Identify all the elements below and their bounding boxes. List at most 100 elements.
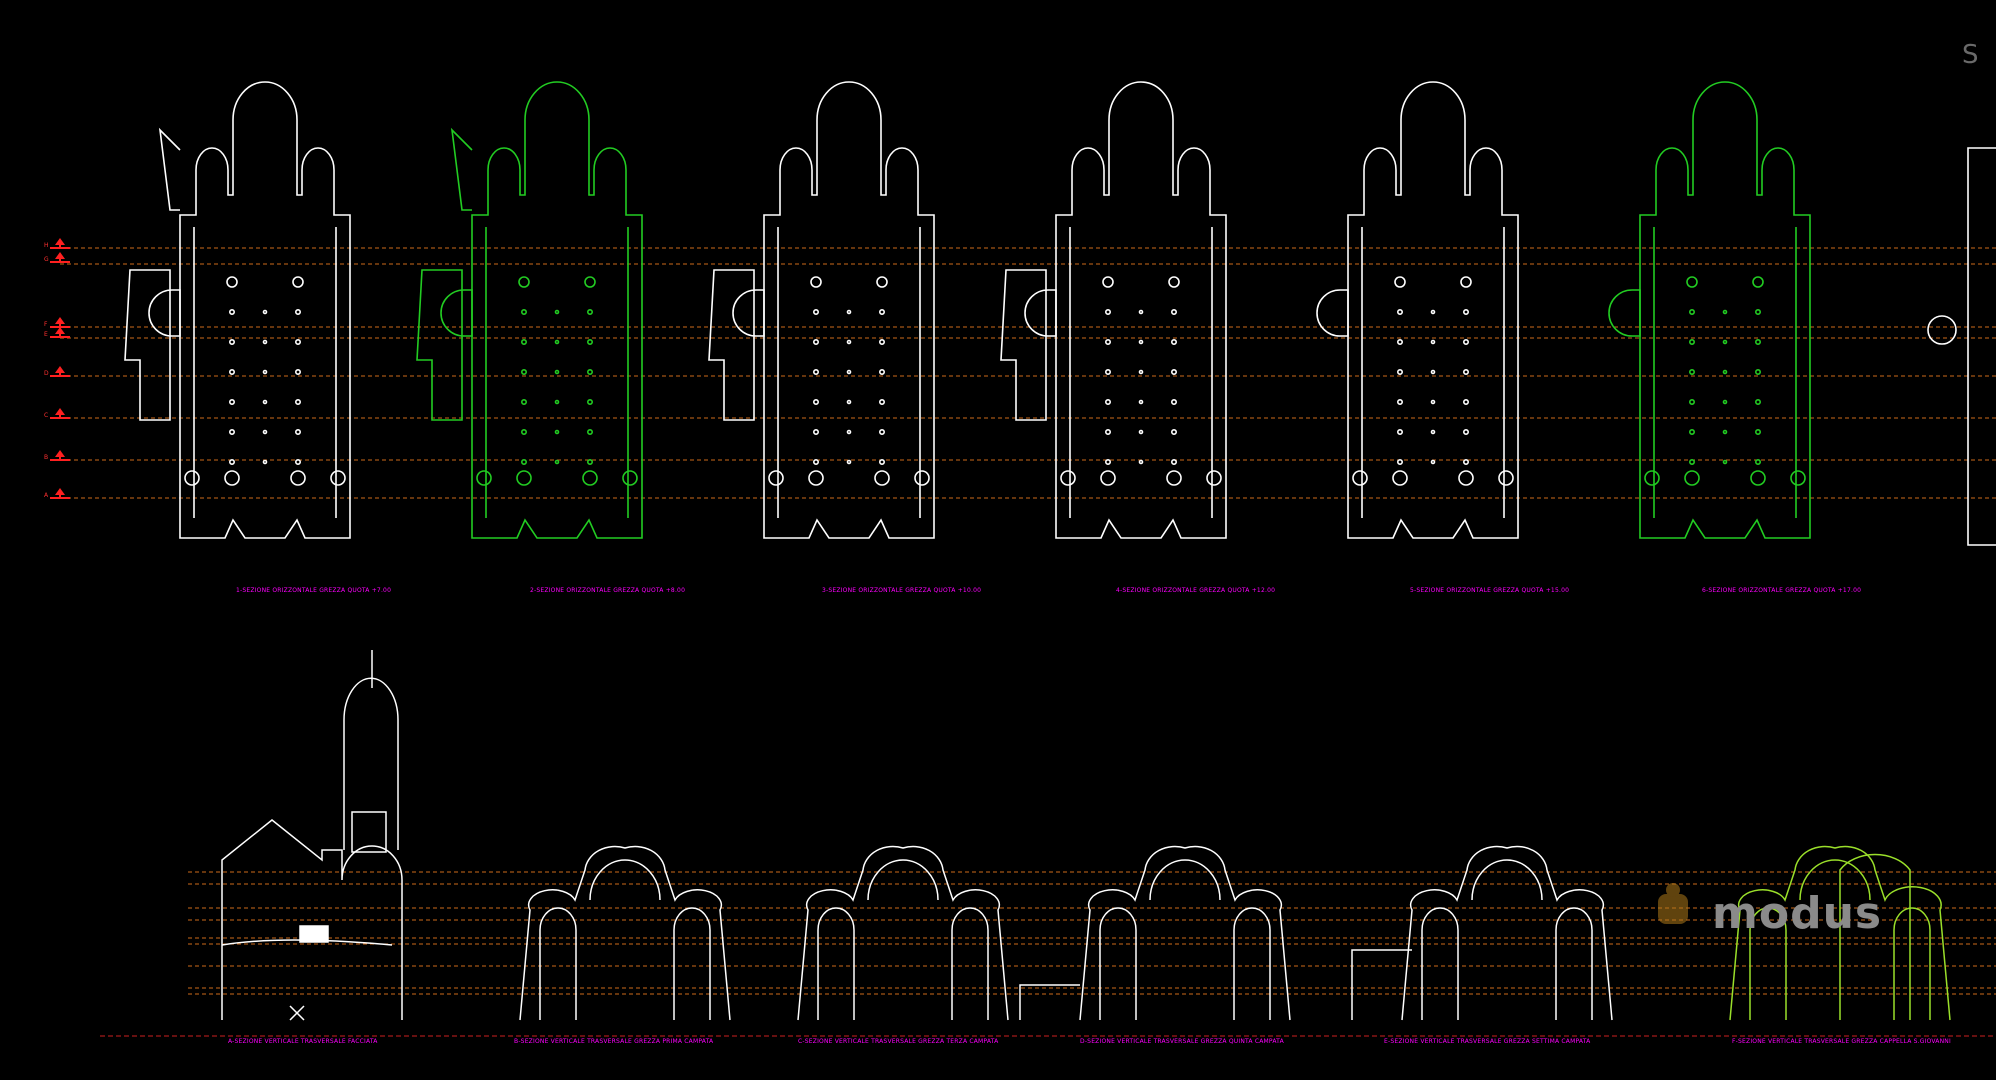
plan-side-chapel (440, 289, 473, 337)
plan-pier-mid-1 (1722, 309, 1728, 315)
plan-chapel-stub (158, 127, 181, 211)
plan-outline (763, 81, 935, 539)
transverse-section-5 (1351, 845, 1613, 1021)
plan-pier-0-1 (292, 276, 304, 288)
plan-pier-mid-2 (1722, 339, 1728, 345)
plan-aisle-line (193, 227, 337, 518)
plan-pier-5-0 (812, 428, 819, 435)
marker-arrow-5 (55, 408, 65, 415)
plan-pier-4-0 (520, 398, 527, 405)
plan-pier-mid-4 (846, 399, 852, 405)
plan-pier-3-1 (1755, 368, 1762, 375)
plan-pier-4-1 (878, 398, 885, 405)
section-facade (221, 819, 403, 1020)
plan-base-pier-3 (330, 470, 346, 486)
plan-side-chapel (732, 289, 765, 337)
plan-pier-3-0 (520, 368, 527, 375)
plan-pier-mid-4 (554, 399, 560, 405)
plan-pier-4-1 (1755, 398, 1762, 405)
plan-pier-0-0 (1102, 276, 1114, 288)
marker-arrow-2 (55, 317, 65, 324)
plan-pier-5-0 (229, 428, 236, 435)
plan-pier-mid-4 (1722, 399, 1728, 405)
plan-pier-6-1 (1171, 458, 1178, 465)
plan-pier-5-0 (1689, 428, 1696, 435)
plan-annex (416, 269, 463, 421)
plan-pier-4-1 (1463, 398, 1470, 405)
marker-arrow-0 (55, 238, 65, 245)
plan-pier-3-1 (1171, 368, 1178, 375)
plan-side-chapel (148, 289, 181, 337)
plan-pier-0-0 (1394, 276, 1406, 288)
plan-side-chapel (1024, 289, 1057, 337)
plan-pier-mid-6 (262, 459, 268, 465)
section-arches (1421, 907, 1593, 1020)
plan-pier-0-0 (518, 276, 530, 288)
plan-pier-1-0 (1397, 308, 1404, 315)
plan-pier-5-1 (1755, 428, 1762, 435)
plan-base-pier-2 (476, 470, 492, 486)
plan-base-pier-1 (290, 470, 306, 486)
plan-pier-mid-5 (262, 429, 268, 435)
plan-outline (1967, 147, 1996, 546)
church-plan-5 (1316, 81, 1519, 539)
plan-pier-1-0 (1105, 308, 1112, 315)
plan-label-5: 5-SEZIONE ORIZZONTALE GREZZA QUOTA +15.0… (1410, 587, 1570, 594)
section-profile (797, 845, 1009, 1021)
church-plan-4 (1000, 81, 1227, 539)
plan-pier-mid-5 (1138, 429, 1144, 435)
plan-aisle-line (1653, 227, 1797, 518)
section-label-d: D-SEZIONE VERTICALE TRASVERSALE GREZZA Q… (1080, 1038, 1284, 1045)
marker-letter-1: G (44, 256, 49, 263)
transverse-section-3 (797, 845, 1009, 1021)
plan-pier-4-1 (586, 398, 593, 405)
marker-arrow-4 (55, 366, 65, 373)
plan-pier-3-0 (229, 368, 236, 375)
plan-pier-2-0 (1397, 338, 1404, 345)
plan-pier-2-1 (586, 338, 593, 345)
plan-pier-mid-1 (1138, 309, 1144, 315)
plan-outline (1055, 81, 1227, 539)
plan-pier-0-1 (1168, 276, 1180, 288)
plan-outline (1347, 81, 1519, 539)
transverse-section-1 (221, 650, 403, 1021)
plan-base-pier-1 (582, 470, 598, 486)
plan-pier-mid-6 (1430, 459, 1436, 465)
plan-pier-5-1 (1463, 428, 1470, 435)
plan-outline (179, 81, 351, 539)
plan-base-pier-0 (1100, 470, 1116, 486)
marker-letter-6: B (44, 454, 49, 461)
section-nave-vault (1799, 859, 1871, 901)
plan-chapel-stub (450, 127, 473, 211)
plan-pier-0-1 (1460, 276, 1472, 288)
plan-side-chapel (1608, 289, 1641, 337)
church-plan-2 (416, 81, 643, 539)
section-profile (1079, 845, 1291, 1021)
section-arches (1749, 907, 1931, 1020)
plan-base-pier-2 (768, 470, 784, 486)
plan-label-3: 3-SEZIONE ORIZZONTALE GREZZA QUOTA +10.0… (822, 587, 982, 594)
plan-annex (124, 269, 171, 421)
plan-pier-5-1 (294, 428, 301, 435)
plan-pier-5-0 (1397, 428, 1404, 435)
plan-label-1: 1-SEZIONE ORIZZONTALE GREZZA QUOTA +7.00 (236, 587, 392, 594)
marker-letter-5: C (44, 412, 49, 419)
plan-pier-mid-6 (1722, 459, 1728, 465)
plan-pier-1-1 (294, 308, 301, 315)
plan-pier-1-0 (812, 308, 819, 315)
marker-arrow-1 (55, 252, 65, 259)
plan-pier-mid-1 (554, 309, 560, 315)
plan-annex (708, 269, 755, 421)
plan-pier-1-1 (1463, 308, 1470, 315)
plan-pier-6-0 (1397, 458, 1404, 465)
plan-pier-2-0 (812, 338, 819, 345)
marker-arrow-3 (55, 327, 65, 334)
plan-pier-0-0 (810, 276, 822, 288)
plan-pier-mid-2 (846, 339, 852, 345)
plan-pier-4-0 (1105, 398, 1112, 405)
section-nave-vault (589, 859, 661, 901)
plan-side-chapel (1316, 289, 1349, 337)
section-profile (1729, 845, 1951, 1021)
plan-pier-4-1 (294, 398, 301, 405)
plan-pier-mid-1 (1430, 309, 1436, 315)
